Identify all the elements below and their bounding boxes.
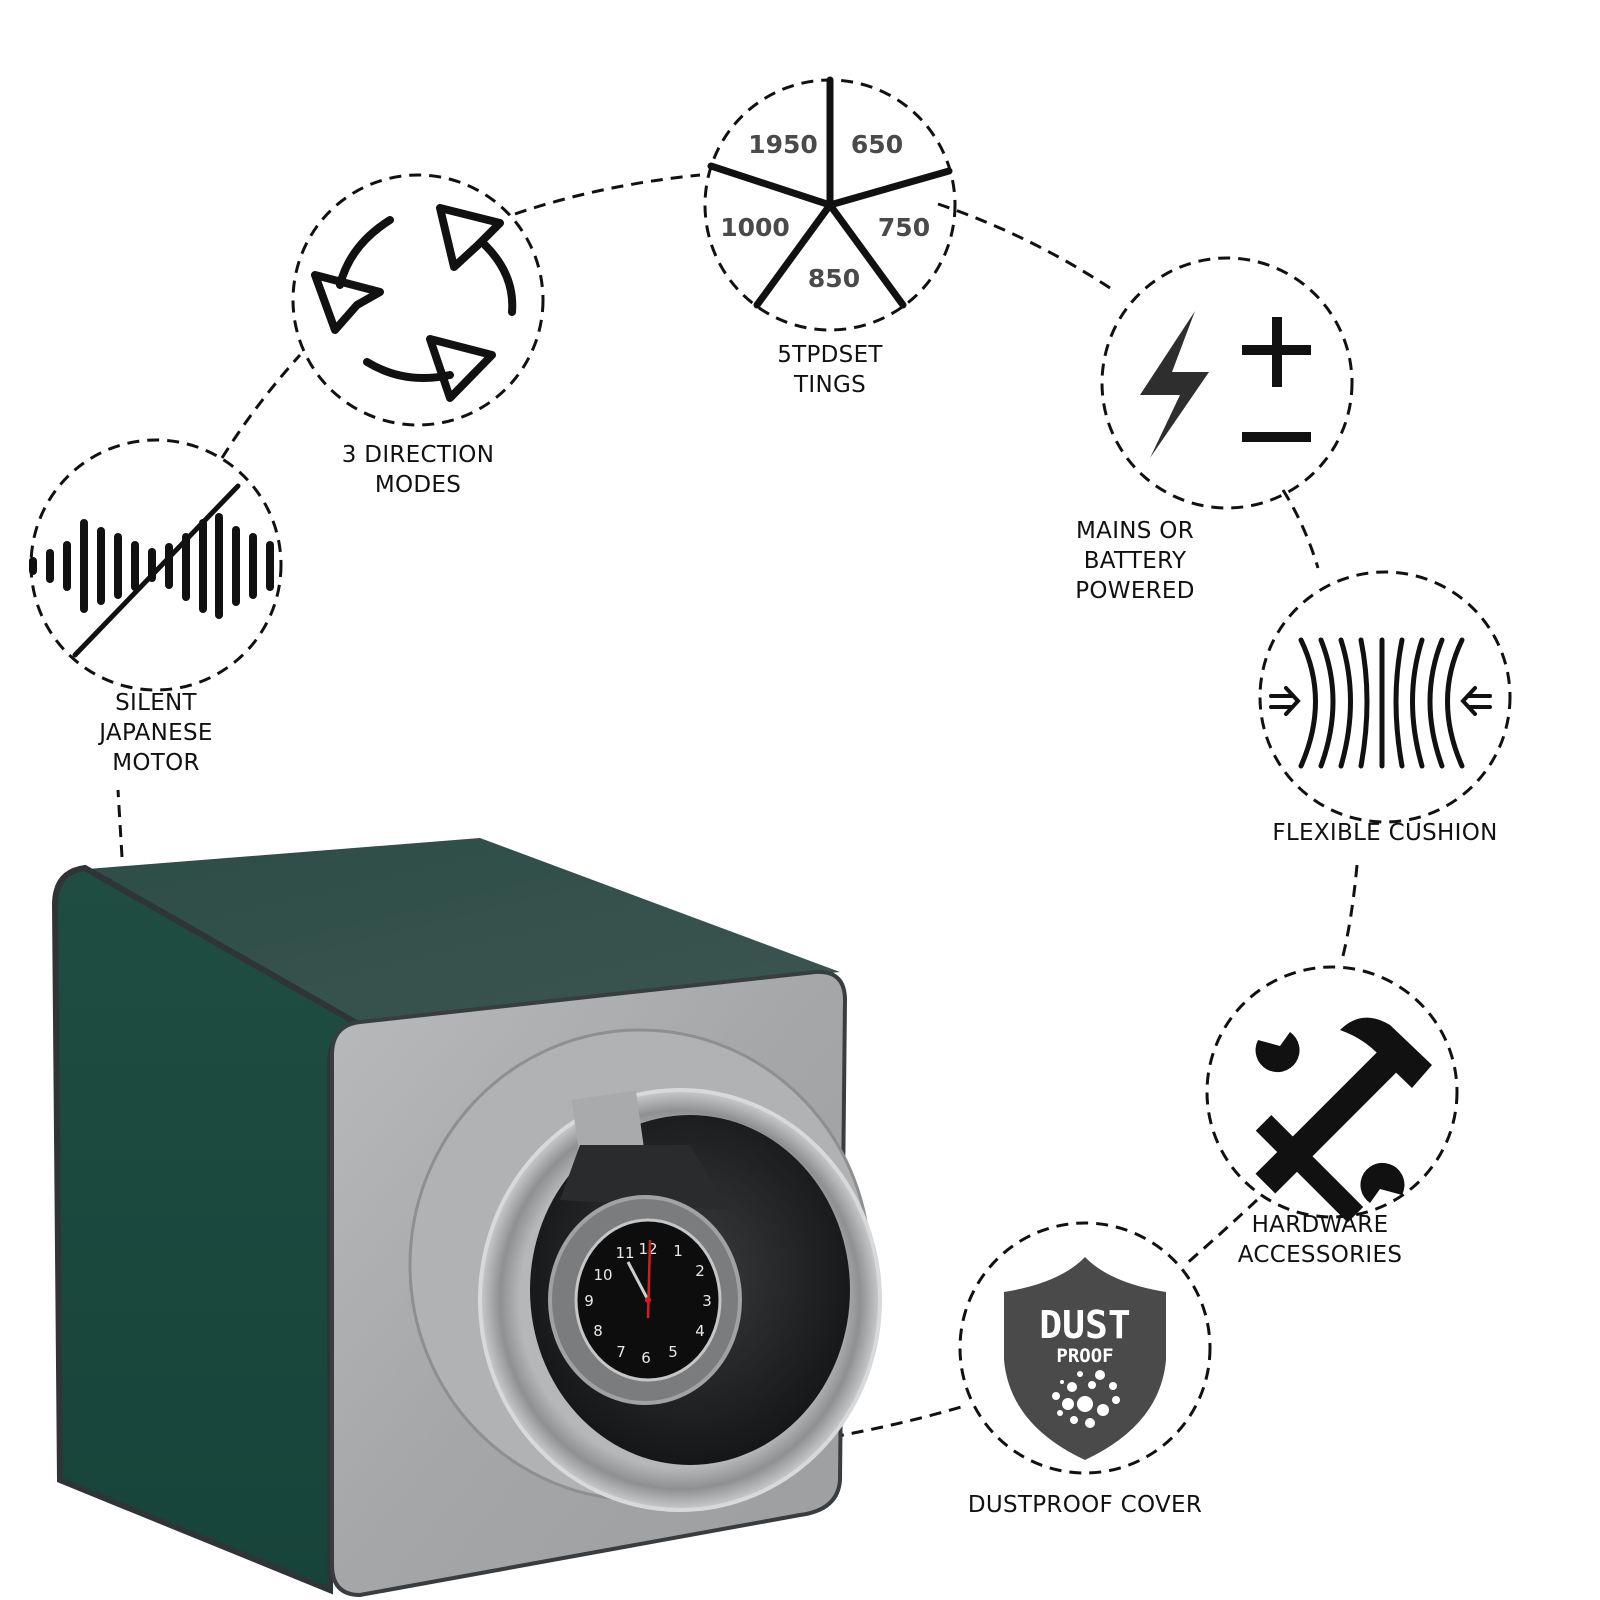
svg-text:4: 4 [695,1322,705,1340]
proof-badge-text: PROOF [1056,1345,1113,1367]
watch-dial-numbers: 12 1 2 3 4 5 6 7 8 9 10 11 [584,1240,712,1367]
svg-text:5: 5 [668,1343,678,1361]
svg-text:2: 2 [695,1262,705,1280]
tpd-value-850: 850 [808,264,860,293]
sound-wave-muted-icon [29,483,274,658]
tpd-value-1000: 1000 [720,213,790,242]
watch-strap-mesh [571,1090,644,1155]
feature-circle-power [1100,256,1354,510]
compress-cushion-icon [1269,637,1492,769]
watch-minute-hand [626,1261,650,1301]
svg-text:8: 8 [593,1322,603,1340]
watch-second-hand [646,1239,652,1319]
dust-badge-text: DUST [1039,1303,1131,1347]
lightning-plus-minus-icon [1140,311,1311,458]
winder-top-face [75,838,840,1025]
svg-text:10: 10 [593,1266,612,1284]
lightning-icon [1140,311,1209,458]
svg-text:11: 11 [615,1244,634,1262]
feature-circle-dustproof [958,1221,1212,1475]
watch-winder-product: 12 1 2 3 4 5 6 7 8 9 10 11 [51,838,882,1598]
svg-text:9: 9 [584,1292,594,1310]
tpd-segments-icon: 1950 650 750 850 1000 [707,76,953,309]
svg-text:12: 12 [638,1240,657,1258]
svg-text:1: 1 [673,1242,683,1260]
dust-shield-icon: DUST PROOF [1004,1257,1166,1460]
rotate-arrows-icon [311,204,517,402]
wrench-hammer-icon [1255,1017,1432,1223]
feature-label-cushion: FLEXIBLE CUSHION [1272,820,1498,846]
connector-lines [116,173,1359,1439]
feature-circle-hardware [1205,965,1459,1219]
feature-circle-cushion [1258,570,1512,824]
tpd-value-1950: 1950 [748,130,818,159]
tpd-value-750: 750 [878,213,930,242]
feature-circle-silent-motor [29,438,283,692]
hammer-head [1340,1017,1432,1088]
feature-circle-direction-modes [291,173,545,427]
minus-icon [1242,432,1311,442]
svg-text:6: 6 [641,1349,651,1367]
svg-text:3: 3 [702,1292,712,1310]
svg-text:7: 7 [616,1343,626,1361]
feature-label-dustproof: DUSTPROOF COVER [967,1492,1203,1518]
tpd-value-650: 650 [851,130,903,159]
